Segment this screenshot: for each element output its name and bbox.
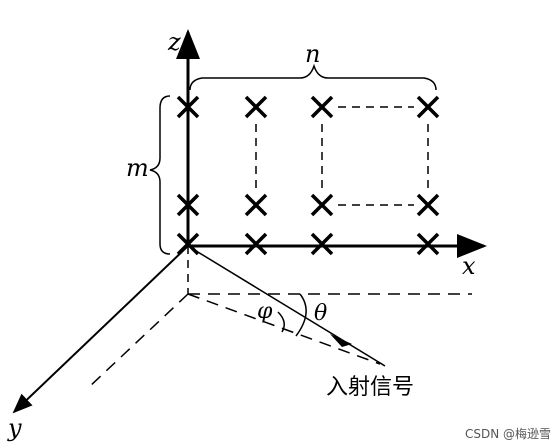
signal-label: 入射信号 (326, 375, 414, 400)
y-axis-label: y (7, 414, 22, 442)
signal-direction (187, 245, 386, 367)
subarray-dashed-lines (255, 106, 429, 206)
y-axis (12, 245, 189, 414)
array-element-2-1 (244, 232, 268, 256)
m-brace (149, 95, 171, 255)
array-element-1-3 (416, 193, 440, 217)
array-element-1-2 (310, 193, 334, 217)
watermark: CSDN @梅逊雪 (464, 427, 551, 441)
signal-arrow-head (330, 334, 352, 347)
array-element-0-2 (310, 95, 334, 119)
projection-y-parallel (87, 293, 189, 389)
array-element-2-3 (416, 232, 440, 256)
theta-arc (295, 293, 307, 337)
array-elements (176, 95, 440, 256)
n-label: n (305, 40, 320, 68)
array-element-0-0 (176, 95, 200, 119)
z-axis-label: z (167, 28, 181, 56)
m-label: m (126, 154, 149, 182)
array-element-2-0 (176, 232, 200, 256)
array-element-1-0 (176, 193, 200, 217)
array-element-0-1 (244, 95, 268, 119)
phi-arc (277, 311, 285, 333)
x-axis-label: x (462, 252, 476, 280)
theta-label: θ (314, 301, 327, 326)
array-element-2-2 (310, 232, 334, 256)
n-brace (189, 63, 437, 91)
array-element-0-3 (416, 95, 440, 119)
array-element-1-1 (244, 193, 268, 217)
phi-label: φ (257, 299, 273, 324)
